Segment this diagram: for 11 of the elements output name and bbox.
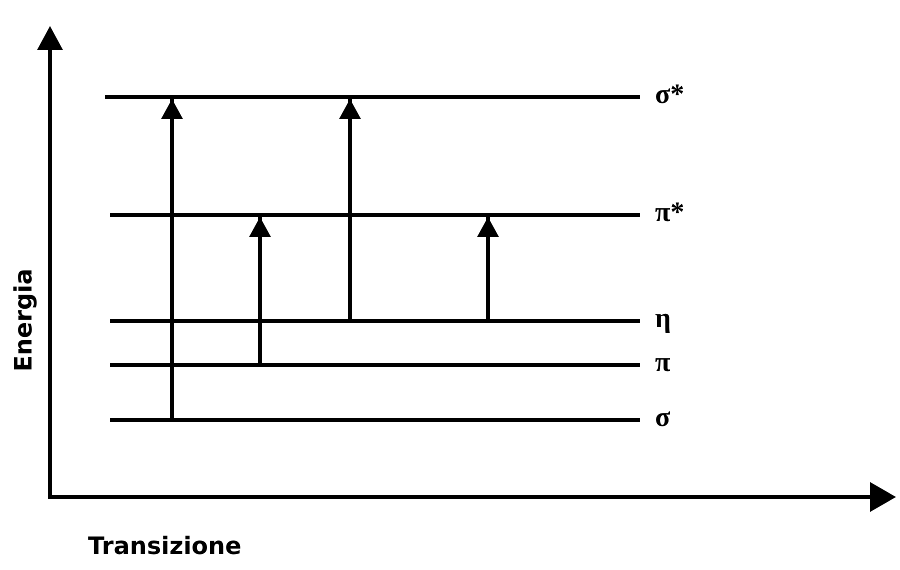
axis-title: Transizione (88, 532, 242, 560)
level-label: π* (655, 198, 684, 228)
transition-arrow (477, 217, 499, 319)
transition-arrow (249, 217, 271, 363)
transition-arrow (161, 99, 183, 418)
level-label: η (655, 304, 671, 334)
transition-arrow (339, 99, 361, 319)
level-label: σ* (655, 80, 684, 110)
level-label: π (655, 348, 670, 378)
axis-title: Energia (10, 268, 38, 372)
level-label: σ (655, 403, 670, 433)
